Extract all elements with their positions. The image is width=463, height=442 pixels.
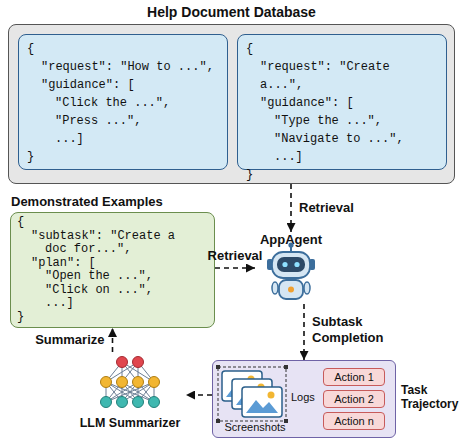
- code-line: "Open the ...",: [17, 270, 208, 284]
- action-pill: Action 2: [323, 390, 385, 408]
- network-links: [106, 362, 154, 402]
- code-line: "Press ...",: [27, 112, 219, 130]
- code-line: "subtask": "Create a doc for...",: [17, 230, 195, 257]
- examples-panel: Demonstrated Examples{"subtask": "Create…: [10, 212, 215, 328]
- action-pill: Action n: [323, 412, 385, 430]
- action-text: Action 1: [324, 369, 384, 385]
- summarizer-node: LLM Summarizer: [74, 352, 186, 438]
- code-line: {: [17, 216, 208, 230]
- code-line: "guidance": [: [27, 76, 219, 94]
- robot-body: [279, 280, 303, 299]
- icon-caption: Logs: [291, 391, 321, 404]
- agent-name: AppAgent: [241, 232, 341, 248]
- code-line: "Navigate to ...",: [246, 130, 438, 148]
- network-neuron: [101, 397, 112, 408]
- robot-eye: [294, 262, 299, 267]
- dashed-arrow: [112, 328, 114, 352]
- robot-badge: [288, 287, 294, 293]
- action-pill: Action 1: [323, 368, 385, 386]
- action-text: Action 2: [324, 391, 384, 407]
- robot-visor: [277, 257, 305, 272]
- dashed-arrow: [303, 304, 305, 360]
- panel-title: Help Document Database: [9, 4, 454, 21]
- dashed-arrow: [215, 267, 255, 269]
- dashed-arrow: [290, 184, 292, 232]
- network-neuron: [133, 377, 144, 388]
- robot-arm: [304, 282, 310, 294]
- edge-label: Summarize: [35, 332, 104, 348]
- robot-ear: [267, 259, 273, 270]
- panel-title: Demonstrated Examples: [11, 194, 231, 210]
- robot-ear: [309, 259, 315, 270]
- robot-head: [272, 252, 310, 278]
- network-neuron: [133, 397, 144, 408]
- agent-node: AppAgent: [255, 232, 327, 304]
- code-line: "request": "Create a...",: [246, 58, 438, 94]
- code-line: {: [246, 40, 438, 58]
- network-neuron: [117, 377, 128, 388]
- network-neuron: [149, 397, 160, 408]
- summarizer-name: LLM Summarizer: [64, 416, 196, 431]
- robot-arm: [272, 282, 278, 294]
- edge-label: Retrieval: [299, 200, 354, 216]
- dashed-arrow: [186, 394, 212, 396]
- network-neuron: [133, 357, 144, 368]
- network-neuron: [149, 377, 160, 388]
- robot-icon: [267, 242, 315, 299]
- help-document-card: {"request": "Create a...","guidance": ["…: [237, 34, 447, 170]
- code-line: ...]: [246, 148, 438, 166]
- code-line: }: [246, 166, 438, 184]
- network-neuron: [101, 377, 112, 388]
- neural-network-icon: [101, 357, 160, 408]
- code-line: {: [27, 40, 219, 58]
- code-line: "request": "How to ...",: [27, 58, 219, 76]
- action-text: Action n: [324, 413, 384, 429]
- database-panel: {"request": "How to ...","guidance": ["C…: [8, 24, 455, 184]
- help-document-card: {"request": "How to ...","guidance": ["C…: [18, 34, 228, 170]
- code-line: "Click on ...",: [17, 284, 208, 298]
- network-neuron: [117, 397, 128, 408]
- code-line: "Click the ...",: [27, 94, 219, 112]
- code-line: ...]: [27, 130, 219, 148]
- code-line: }: [27, 148, 219, 166]
- code-line: }: [17, 311, 208, 325]
- panel-title: Task Trajectory: [401, 383, 461, 411]
- edge-label: Subtask Completion: [312, 314, 392, 346]
- icon-caption: Screenshots: [215, 421, 295, 434]
- edge-label: Retrieval: [208, 248, 263, 264]
- code-line: "plan": [: [17, 257, 208, 271]
- trajectory-panel: Action 1Action 2Action nTask TrajectoryS…: [212, 360, 396, 438]
- code-line: "Type the ...",: [246, 112, 438, 130]
- robot-eye: [282, 262, 287, 267]
- code-line: "guidance": [: [246, 94, 438, 112]
- code-line: ...]: [17, 297, 208, 311]
- network-neuron: [117, 357, 128, 368]
